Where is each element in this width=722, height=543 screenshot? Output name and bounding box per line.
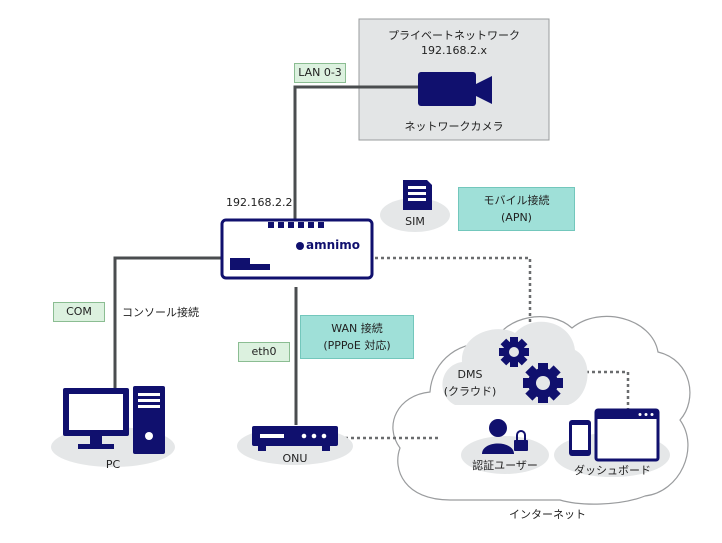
dashboard-label: ダッシュボード (574, 464, 651, 477)
pc-label: PC (105, 458, 121, 471)
com-tag: COM (53, 302, 105, 322)
dotted-lines (345, 256, 630, 440)
sim-label: SIM (405, 215, 425, 228)
smartphone-icon (569, 420, 591, 456)
wan-connection-pppoe: (PPPoE 対応) (323, 339, 391, 352)
lan-cable (293, 85, 418, 220)
mobile-connection-apn: (APN) (501, 211, 532, 224)
internet-label: インターネット (509, 508, 586, 521)
lock-icon (514, 430, 528, 451)
wan-connection-title: WAN 接続 (331, 322, 383, 335)
lan-tag: LAN 0-3 (294, 63, 346, 83)
router-ip: 192.168.2.2 (226, 196, 293, 209)
gear-icon-large (523, 363, 563, 403)
eth0-tag: eth0 (238, 342, 290, 362)
sim-shadow (380, 198, 450, 232)
dms-cloud-label: (クラウド) (443, 385, 497, 398)
console-cable (113, 256, 222, 388)
router-brand-logo: amnimo (306, 238, 361, 252)
mobile-connection-title: モバイル接続 (483, 194, 550, 207)
dms-label: DMS (457, 368, 483, 381)
router-device (220, 218, 374, 280)
mobile-connection-box: モバイル接続 (APN) (458, 187, 575, 231)
camera-icon (418, 72, 492, 106)
gear-icon-small (499, 337, 529, 367)
onu-icon (252, 426, 338, 451)
onu-label: ONU (282, 452, 308, 465)
connection-lines (113, 85, 418, 425)
auth-user-label: 認証ユーザー (472, 459, 538, 472)
user-icon (482, 419, 514, 454)
dms-dashboard-link (562, 370, 630, 410)
sim-icon (403, 180, 432, 210)
wan-connection-box: WAN 接続 (PPPoE 対応) (300, 315, 414, 359)
private-network-subnet: 192.168.2.x (421, 44, 487, 57)
camera-label: ネットワークカメラ (404, 120, 504, 133)
private-network-title: プライベートネットワーク (388, 29, 520, 42)
pc-icon (63, 386, 165, 454)
console-connection-label: コンソール接続 (122, 306, 199, 319)
browser-window-icon (594, 408, 660, 462)
